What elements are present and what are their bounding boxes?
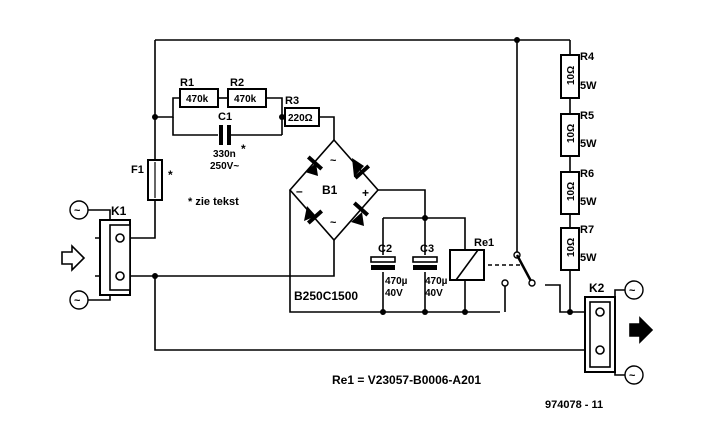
svg-text:~: ~ bbox=[629, 285, 636, 297]
r2-value: 470k bbox=[234, 94, 257, 105]
resistor-r3: R3 220Ω bbox=[284, 95, 320, 127]
r4-value: 10Ω bbox=[566, 66, 577, 85]
c1-ref: C1 bbox=[218, 111, 232, 123]
r5-power: 5W bbox=[580, 138, 597, 150]
r4-ref: R4 bbox=[580, 51, 595, 63]
f1-mark: * bbox=[168, 168, 173, 182]
ac-symbol-k2-bottom: ~ bbox=[624, 365, 644, 385]
connector-k2: K2 bbox=[584, 281, 616, 373]
relay-type-label: Re1 = V23057-B0006-A201 bbox=[332, 373, 481, 387]
svg-text:~: ~ bbox=[629, 370, 636, 382]
b1-part: B250C1500 bbox=[294, 289, 358, 303]
f1-ref: F1 bbox=[131, 164, 144, 176]
b1-ref: B1 bbox=[322, 183, 338, 197]
c1-value: 330n bbox=[213, 149, 236, 160]
r7-value: 10Ω bbox=[566, 238, 577, 257]
k2-ref: K2 bbox=[589, 281, 605, 295]
r4-power: 5W bbox=[580, 80, 597, 92]
r7-power: 5W bbox=[580, 252, 597, 264]
note-text: * zie tekst bbox=[188, 196, 239, 208]
resistor-r1: R1 470k bbox=[179, 77, 219, 108]
c3-ref: C3 bbox=[420, 243, 434, 255]
r5-ref: R5 bbox=[580, 110, 594, 122]
r6-value: 10Ω bbox=[566, 182, 577, 201]
resistor-r7: 10Ω R7 5W bbox=[560, 224, 597, 271]
r5-value: 10Ω bbox=[566, 124, 577, 143]
connector-k1: K1 bbox=[99, 204, 131, 296]
r1-ref: R1 bbox=[180, 77, 194, 89]
ac-symbol-k2-top: ~ bbox=[624, 280, 644, 300]
b1-minus: – bbox=[296, 184, 303, 198]
r6-power: 5W bbox=[580, 196, 597, 208]
c2-voltage: 40V bbox=[385, 288, 403, 299]
relay-re1: Re1 bbox=[449, 237, 536, 287]
c1-mark: * bbox=[241, 142, 246, 156]
capacitor-c2: C2 470µ 40V bbox=[370, 243, 408, 299]
c3-voltage: 40V bbox=[425, 288, 443, 299]
svg-text:~: ~ bbox=[74, 295, 81, 307]
ac-symbol-k1-bottom: ~ bbox=[69, 290, 89, 310]
capacitor-c1: C1 330n 250V~ * bbox=[210, 111, 246, 172]
c3-value: 470µ bbox=[425, 276, 448, 287]
resistor-r6: 10Ω R6 5W bbox=[560, 168, 597, 215]
r1-value: 470k bbox=[186, 94, 209, 105]
output-arrow-icon bbox=[629, 316, 654, 344]
input-arrow-icon bbox=[61, 244, 86, 272]
r7-ref: R7 bbox=[580, 224, 594, 236]
fuse-f1: F1 * bbox=[131, 159, 173, 201]
resistor-r5: 10Ω R5 5W bbox=[560, 110, 597, 157]
c1-rating: 250V~ bbox=[210, 161, 239, 172]
b1-plus: + bbox=[362, 186, 369, 200]
bridge-rectifier-b1: B1 – + ~ ~ B250C1500 bbox=[288, 138, 380, 303]
b1-ac-top: ~ bbox=[330, 155, 337, 167]
resistor-r2: R2 470k bbox=[227, 77, 267, 108]
junction-dots bbox=[152, 37, 573, 315]
figure-number: 974078 - 11 bbox=[545, 399, 603, 411]
svg-text:~: ~ bbox=[74, 205, 81, 217]
r6-ref: R6 bbox=[580, 168, 594, 180]
r3-ref: R3 bbox=[285, 95, 299, 107]
r2-ref: R2 bbox=[230, 77, 244, 89]
resistor-r4: 10Ω R4 5W bbox=[560, 51, 597, 99]
c2-ref: C2 bbox=[378, 243, 392, 255]
re1-ref: Re1 bbox=[474, 237, 494, 249]
b1-ac-bottom: ~ bbox=[330, 217, 337, 229]
capacitor-c3: C3 470µ 40V bbox=[412, 243, 448, 299]
r3-value: 220Ω bbox=[288, 113, 313, 124]
ac-symbol-k1-top: ~ bbox=[69, 200, 89, 220]
c2-value: 470µ bbox=[385, 276, 408, 287]
k1-ref: K1 bbox=[111, 204, 127, 218]
wires bbox=[88, 39, 625, 376]
